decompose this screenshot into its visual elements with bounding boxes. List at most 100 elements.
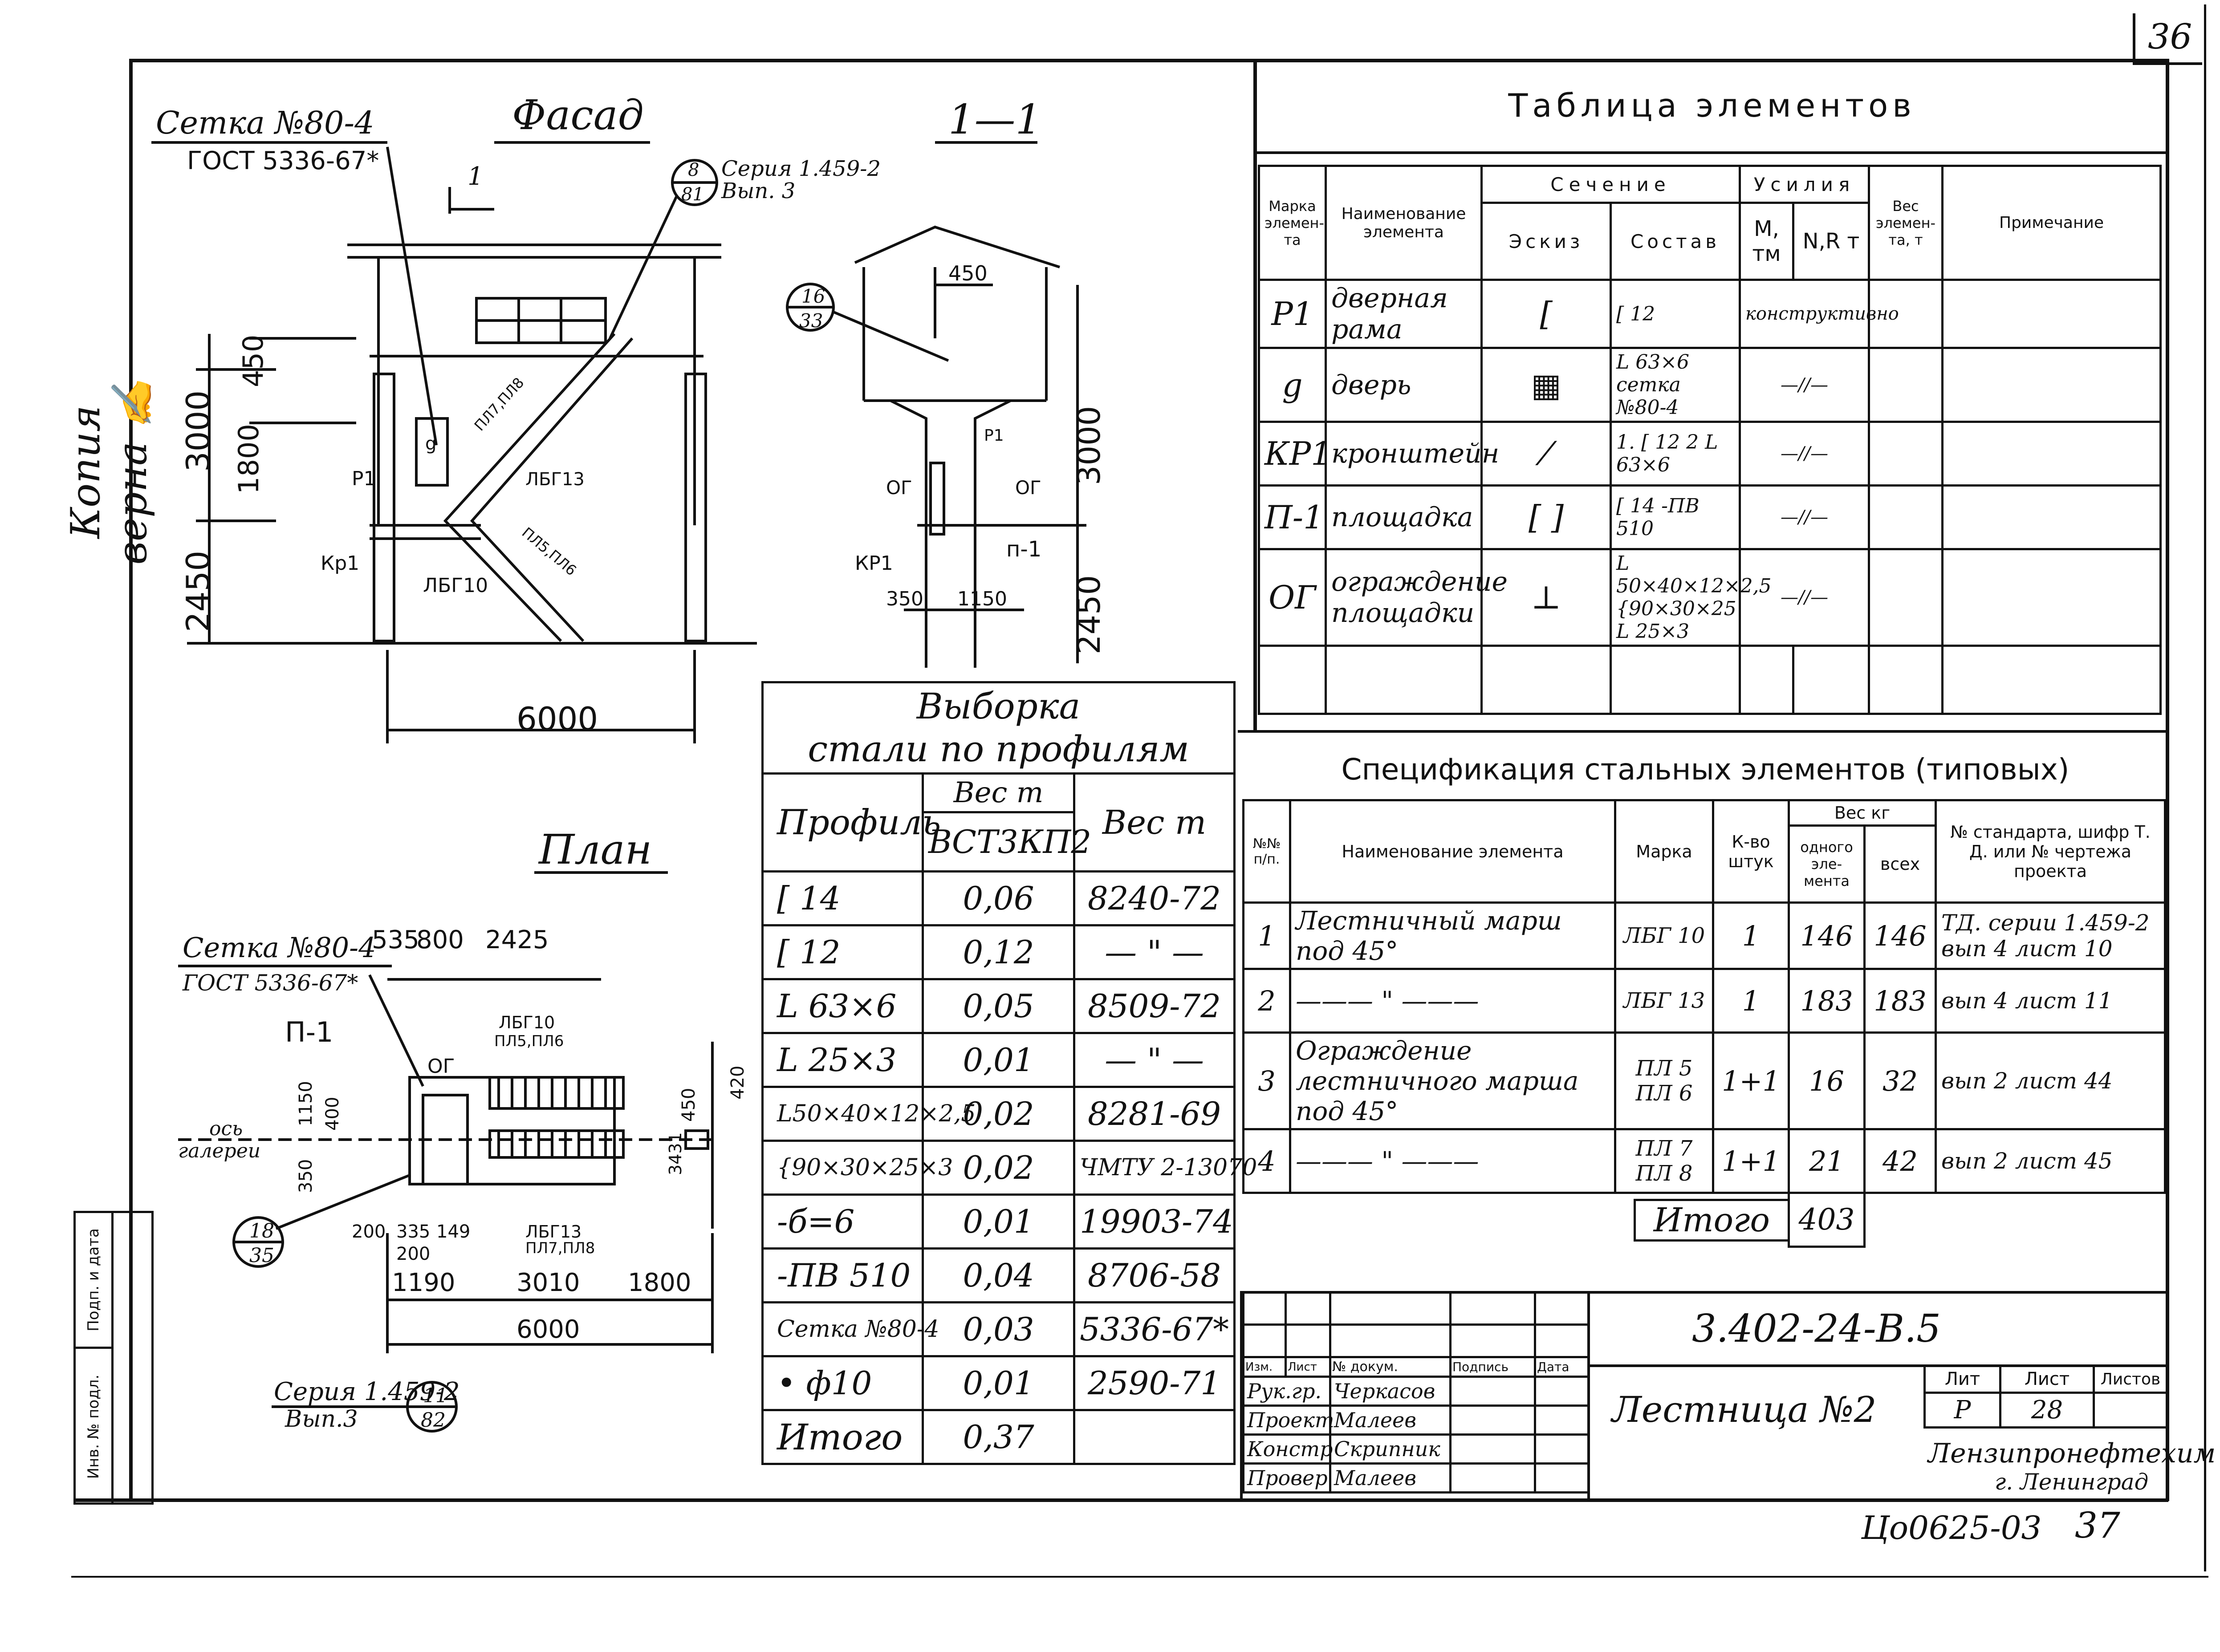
facade-label-lbg10: ЛБГ10 [423, 574, 488, 597]
steel-selection-profile: {90×30×25×3 [761, 1140, 953, 1196]
spec-weight-all: 146 [1863, 901, 1937, 970]
spec-name: Лестничный марш под 45° [1289, 901, 1616, 970]
elements-header-forces: Усилия [1739, 165, 1870, 204]
spec-qty: 1+1 [1712, 1031, 1790, 1130]
titleblock-person: Малеев [1329, 1404, 1452, 1436]
steel-selection-title-row: Выборка стали по профилям [761, 681, 1236, 775]
steel-selection-profile: L50×40×12×2,5 [761, 1086, 976, 1142]
facade-callout-leader [609, 195, 678, 339]
elements-sketch: ⊥ [1480, 548, 1612, 647]
elements-header-row-2: Эскиз Состав М, тм N,R т [1259, 202, 2161, 281]
facade-label-pl56: ПЛ5,ПЛ6 [519, 524, 580, 579]
facade-dim-6000: 6000 [516, 700, 598, 738]
archive-number: Цо0625-03 [1861, 1509, 2042, 1546]
steel-selection-weight: 0,04 [922, 1247, 1075, 1303]
facade-label-r1: Р1 [352, 467, 376, 490]
spec-weight-all: 42 [1863, 1128, 1937, 1194]
steel-selection-weight: 0,02 [922, 1140, 1075, 1196]
spec-num: 4 [1242, 1128, 1291, 1194]
titleblock-date [1534, 1404, 1590, 1436]
steel-selection-standard: 8706-58 [1073, 1247, 1236, 1303]
plan-dim-1150: 1150 [296, 1081, 316, 1126]
plan-stair-flight-lower [488, 1129, 625, 1159]
spec-table: №№ п/п. Наименование элемента Марка К-во… [1242, 799, 2166, 1248]
plan-mesh-leader [368, 974, 424, 1087]
spec-standard: вып 2 лист 45 [1935, 1128, 2166, 1194]
plan-label-lbg13: ЛБГ13 [525, 1222, 581, 1242]
section-label-kr1: КР1 [855, 552, 893, 575]
plan-dim-2425: 2425 [485, 925, 549, 954]
facade-callout-top: 8 [688, 160, 699, 180]
elements-mark: g [1258, 347, 1327, 423]
titleblock-blank-row-2 [1242, 1323, 1590, 1358]
plan-dim-535: 535 [372, 925, 419, 954]
frame-right [2166, 59, 2169, 1501]
spec-qty: 1 [1712, 901, 1790, 970]
steel-selection-header-row-2: ВСТ3КП2 [763, 811, 1235, 873]
elements-header-composition: Состав [1609, 202, 1741, 281]
side-stamp-divider [111, 1213, 114, 1502]
section-title: 1—1 [948, 96, 1041, 143]
titleblock-person: Малеев [1329, 1462, 1452, 1494]
copy-note: Копия верна ✍ [62, 379, 156, 565]
elements-note [1941, 279, 2162, 349]
titleblock-role: Рук.гр. [1242, 1376, 1331, 1407]
elements-empty-row [1258, 645, 2162, 715]
section-dim-350-label: 350 [886, 588, 923, 610]
plan-drawing: План Сетка №80-4 ГОСТ 5336-67* 535 800 2… [178, 826, 748, 1433]
section-dim-1150-label: 1150 [957, 588, 1007, 610]
elements-title-rule [1256, 151, 2168, 154]
elements-table: Марка элемен-та Наименование элемента Се… [1258, 165, 2162, 715]
archive-page: 37 [2075, 1505, 2120, 1546]
elements-weight [1868, 548, 1944, 647]
section-column-right [974, 399, 1012, 668]
elements-composition: [ 12 [1609, 279, 1741, 349]
plan-dim-335: 335 [396, 1222, 430, 1242]
plan-gost-label: ГОСТ 5336-67* [182, 970, 358, 996]
titleblock-top-rule [1240, 1291, 2166, 1294]
steel-selection-standard: 19903-74 [1073, 1193, 1236, 1250]
section-label-p1: Р1 [984, 426, 1004, 445]
elements-header-sketch: Эскиз [1480, 202, 1612, 281]
facade-label-pl78: ПЛ7,ПЛ8 [471, 374, 528, 434]
spec-top-rule [1238, 730, 2168, 733]
steel-selection-title: Выборка стали по профилям [761, 681, 1236, 775]
steel-selection-standard: 8240-72 [1073, 870, 1236, 926]
spec-num: 3 [1242, 1031, 1291, 1130]
titleblock-signature [1449, 1462, 1536, 1494]
titleblock-signature [1449, 1433, 1536, 1465]
titleblock-h-date: Дата [1534, 1356, 1590, 1378]
spec-weight-one: 146 [1788, 901, 1866, 970]
steel-selection-table: Выборка стали по профилям Профиль Вес т … [761, 681, 1257, 1465]
spec-mark: ПЛ 7 ПЛ 8 [1614, 1128, 1714, 1194]
spec-total-label: Итого [1243, 1192, 1790, 1246]
plan-mesh-label: Сетка №80-4 [183, 931, 376, 964]
titleblock-table: Изм. Лист № докум. Подпись Дата Рук.гр.Ч… [1242, 1291, 1590, 1494]
spec-weight-all: 183 [1863, 968, 1937, 1034]
spec-num: 2 [1242, 968, 1291, 1034]
facade-dim-1800: 1800 [232, 424, 265, 494]
frame-left [129, 59, 133, 1501]
elements-header-row: Марка элемен-та Наименование элемента Се… [1258, 165, 2162, 281]
elements-name: дверь [1325, 347, 1483, 423]
plan-callout-left-bottom: 35 [249, 1244, 274, 1267]
plan-gallery-label: галереи [178, 1140, 260, 1162]
titleblock-h-change: Изм. [1242, 1356, 1287, 1378]
facade-mesh-label: Сетка №80-4 [156, 105, 374, 141]
elements-header-nr: N,R т [1792, 202, 1870, 281]
spec-name: Ограждение лестничного марша под 45° [1289, 1031, 1616, 1130]
facade-series-label: Серия 1.459-2 [721, 156, 881, 181]
spec-header-name: Наименование элемента [1289, 799, 1616, 904]
steel-selection-profile: L 63×6 [761, 978, 924, 1034]
steel-selection-profile: Сетка №80-4 [761, 1301, 939, 1357]
elements-header-section: Сечение [1480, 165, 1741, 204]
spec-name: ——— " ——— [1289, 968, 1616, 1034]
titleblock-sheets-label: Листов [2093, 1364, 2168, 1394]
